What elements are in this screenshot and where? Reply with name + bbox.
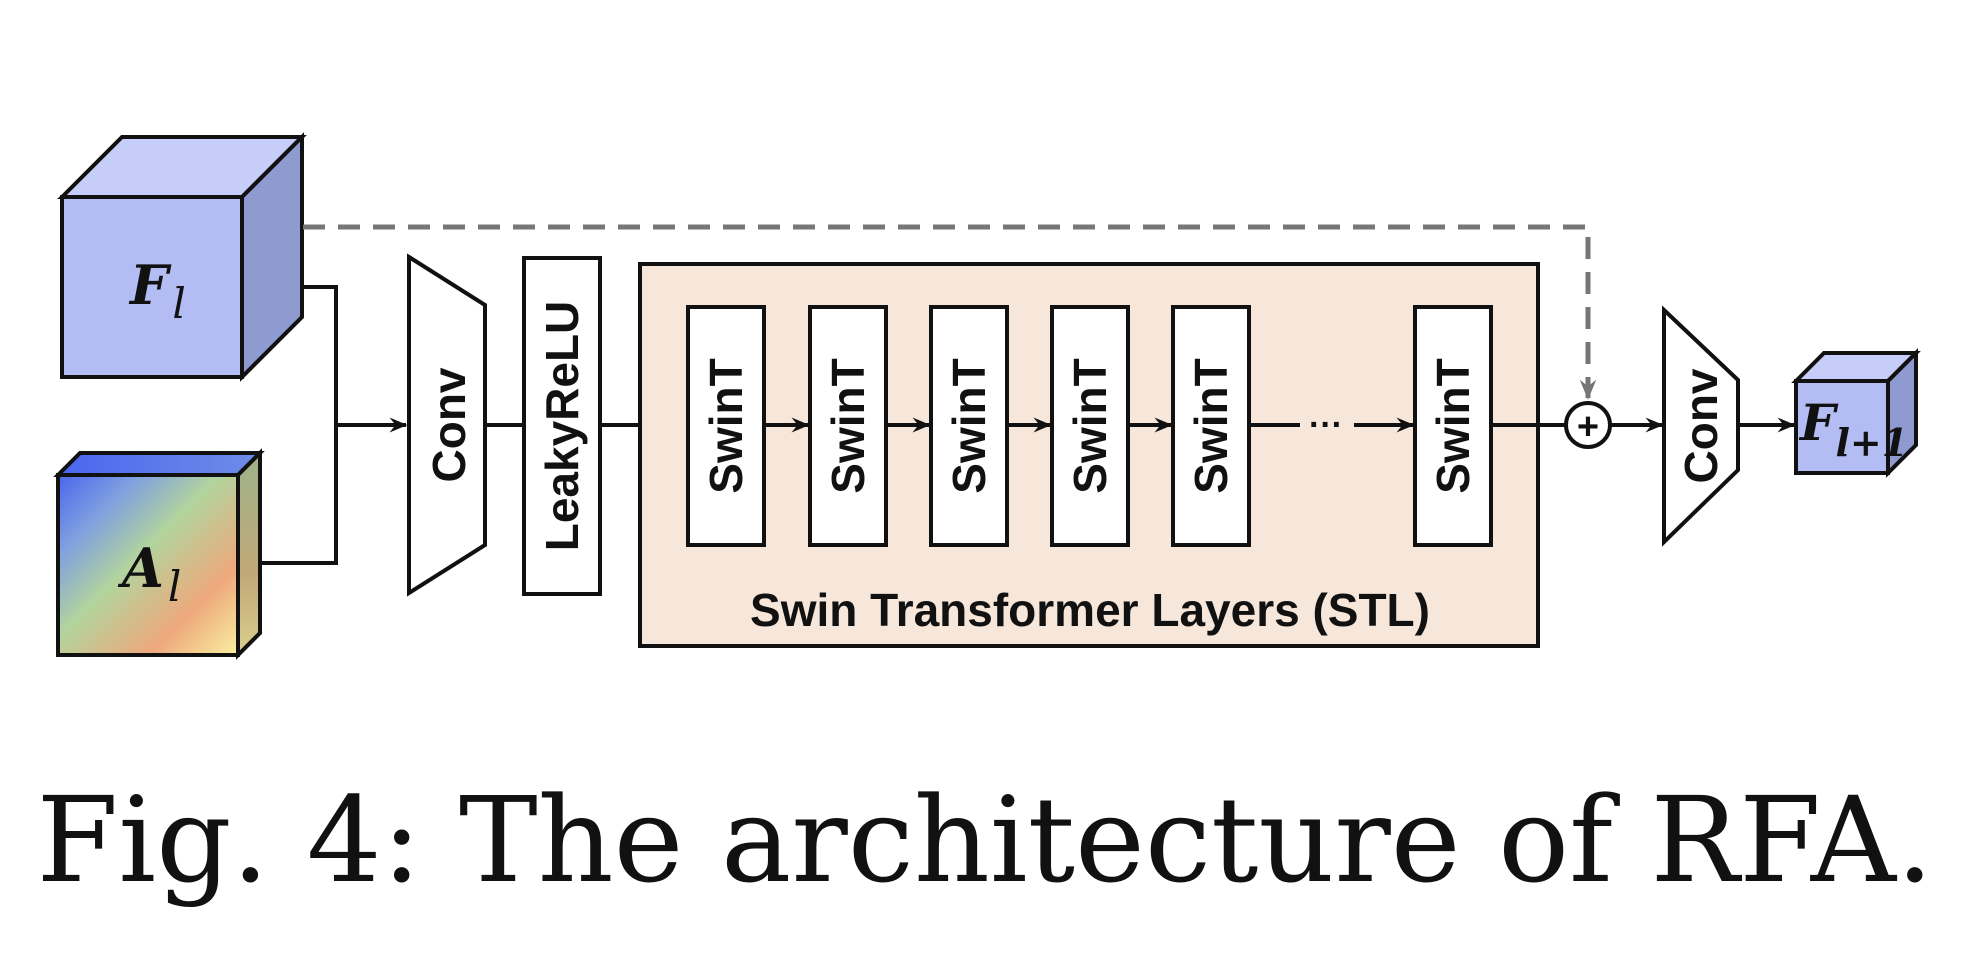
conv-out-block: Conv <box>1662 305 1740 547</box>
feature-symbol: Fl <box>128 253 186 328</box>
swint-label: SwinT <box>700 358 752 493</box>
output-symbol: Fl+1 <box>1798 393 1908 465</box>
leakyrelu-label: LeakyReLU <box>536 301 588 552</box>
attention-symbol: Al <box>117 536 181 611</box>
swint-layer-6: SwinT <box>1413 305 1493 547</box>
swint-label: SwinT <box>1427 358 1479 493</box>
conv-out-label: Conv <box>1675 368 1727 483</box>
swint-label: SwinT <box>943 358 995 493</box>
sum-symbol: + <box>1577 406 1599 448</box>
skip-connection-arrow <box>303 224 1597 400</box>
swint-layer-1: SwinT <box>686 305 766 547</box>
figure-caption: Fig. 4: The architecture of RFA. <box>36 771 1934 909</box>
conv-in-block: Conv <box>407 253 487 597</box>
stl-container: Swin Transformer Layers (STL) <box>638 262 1540 648</box>
swint-layer-4: SwinT <box>1050 305 1130 547</box>
swint-label: SwinT <box>1185 358 1237 493</box>
swint-label: SwinT <box>822 358 874 493</box>
conv-in-label: Conv <box>423 367 475 482</box>
stl-title: Swin Transformer Layers (STL) <box>750 584 1430 636</box>
swint-layer-2: SwinT <box>808 305 888 547</box>
leakyrelu-block: LeakyReLU <box>522 256 602 596</box>
swint-layer-5: SwinT <box>1171 305 1251 547</box>
swint-label: SwinT <box>1064 358 1116 493</box>
input-feature-cube: Fl <box>57 132 307 382</box>
input-attention-cube: Al <box>53 448 265 660</box>
output-feature-cube: Fl+1 <box>1791 348 1921 478</box>
rfa-architecture-diagram: Fl Al Conv LeakyReLU Swin Transformer La… <box>53 132 1921 660</box>
input-merge-lines <box>260 285 408 565</box>
merge-sum-node: + <box>1564 401 1612 449</box>
swint-ellipsis: ··· <box>1309 406 1343 444</box>
swint-layer-3: SwinT <box>929 305 1009 547</box>
